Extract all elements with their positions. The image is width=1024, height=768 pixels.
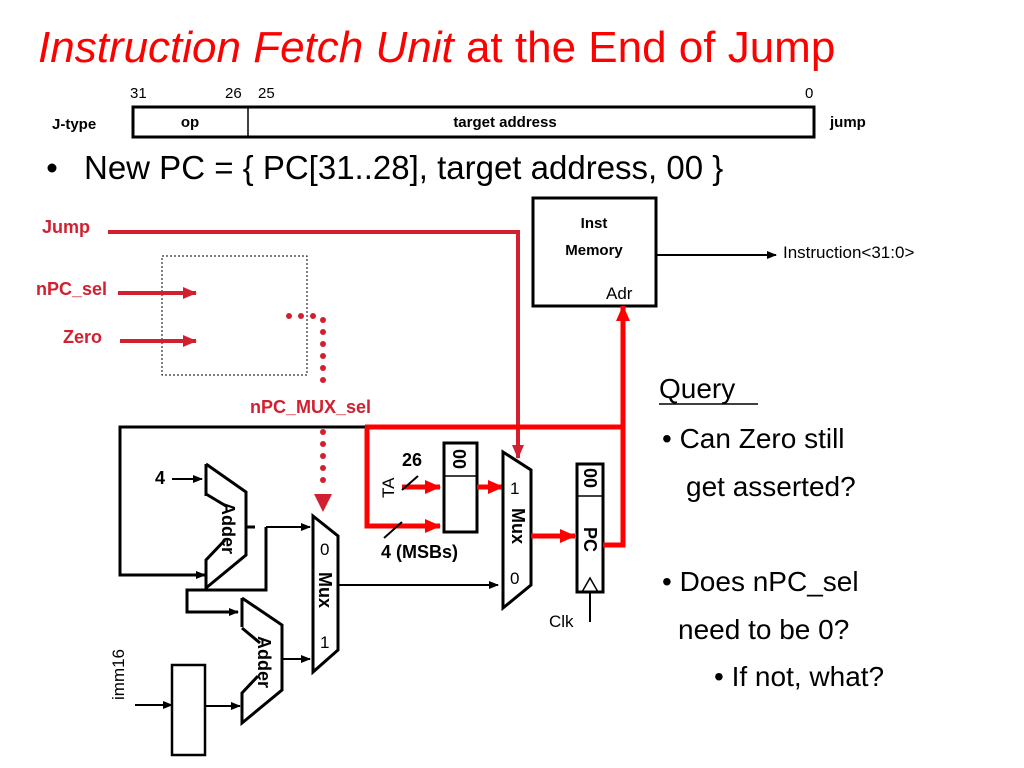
- sign-extend-block: [170, 663, 207, 757]
- query-item-2-line-1: • Does nPC_sel: [662, 566, 859, 597]
- query-panel: Query • Can Zero still get asserted? • D…: [659, 373, 884, 692]
- msb-width-tick: [383, 521, 403, 539]
- bit-25: 25: [258, 85, 275, 102]
- bit-26: 26: [225, 85, 242, 102]
- query-heading: Query: [659, 373, 735, 404]
- instruction-out-label: Instruction<31:0>: [783, 243, 914, 262]
- instr-name: jump: [829, 114, 866, 131]
- pc-mux-in0: 0: [510, 569, 519, 588]
- pc-to-inst-memory: [603, 305, 630, 548]
- jump-wire: [108, 230, 524, 459]
- signal-zero: Zero: [63, 327, 102, 347]
- control-logic-box: [161, 255, 308, 376]
- bullet-dot: [47, 163, 57, 173]
- pc-mux-in1: 1: [510, 479, 519, 498]
- query-item-2-line-2: need to be 0?: [678, 614, 849, 645]
- slide-title: Instruction Fetch Unit at the End of Jum…: [38, 23, 835, 72]
- field-op: op: [181, 114, 199, 131]
- signal-npc-sel: nPC_sel: [36, 279, 107, 299]
- npc-mux-label: Mux: [315, 572, 335, 608]
- bit-31: 31: [130, 85, 147, 102]
- ta-label: TA: [379, 477, 398, 498]
- const-four: 4: [155, 468, 165, 488]
- signal-npc-mux-sel: nPC_MUX_sel: [250, 397, 371, 417]
- pc-mux-label: Mux: [508, 508, 528, 544]
- npc-mux-sel-dots: [286, 313, 332, 512]
- adder-2: [240, 596, 284, 727]
- msb-to-concat: [364, 427, 441, 533]
- adder-2-label: Adder: [254, 636, 274, 688]
- npc-mux: [311, 512, 340, 676]
- format-box: [131, 105, 816, 139]
- inst-memory-label-1: Inst: [581, 215, 608, 232]
- title-italic: Instruction Fetch Unit: [38, 23, 455, 72]
- pc-feedback-wire: [118, 425, 365, 579]
- pc-register: [575, 462, 605, 594]
- concat-block: [442, 441, 479, 534]
- npc-mux-in1: 1: [320, 633, 329, 652]
- query-item-1-line-2: get asserted?: [686, 471, 856, 502]
- field-target-address: target address: [453, 114, 556, 131]
- ta-width-tick: [401, 475, 419, 491]
- query-sub-item: • If not, what?: [714, 661, 884, 692]
- adder-1-label: Adder: [218, 502, 238, 554]
- pc-source-mux: [501, 449, 533, 612]
- adder-1-to-adder-2: [185, 527, 268, 616]
- signal-jump: Jump: [42, 217, 90, 237]
- adder-1: [204, 462, 248, 592]
- jtype-format: 31 26 25 0 J-type op target address jump: [52, 85, 866, 139]
- concat-low-bits: 00: [449, 449, 469, 469]
- query-item-1-line-1: • Can Zero still: [662, 423, 845, 454]
- jtype-label: J-type: [52, 116, 96, 133]
- new-pc-bullet: New PC = { PC[31..28], target address, 0…: [84, 149, 723, 186]
- ta-width-label: 26: [402, 450, 422, 470]
- title-rest: at the End of Jump: [454, 23, 836, 72]
- clock-triangle-icon: [581, 576, 599, 593]
- adr-label: Adr: [606, 284, 633, 303]
- bit-0: 0: [805, 85, 813, 102]
- pc-label: PC: [580, 527, 600, 552]
- msbs-label: 4 (MSBs): [381, 542, 458, 562]
- npc-mux-in0: 0: [320, 540, 329, 559]
- imm16-label: imm16: [109, 649, 128, 700]
- pc-low-bits: 00: [580, 468, 600, 488]
- inst-memory-block: [531, 196, 658, 308]
- clk-label: Clk: [549, 612, 574, 631]
- inst-memory-label-2: Memory: [565, 242, 623, 259]
